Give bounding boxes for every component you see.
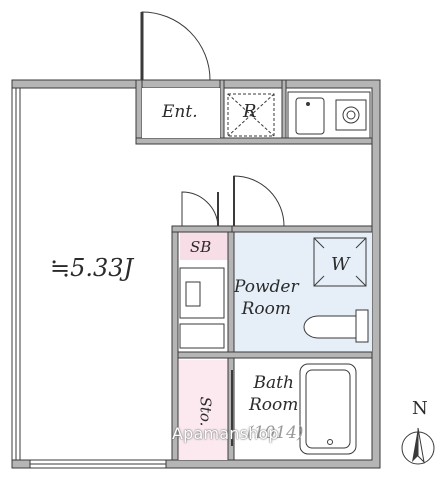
sink [179, 267, 225, 349]
watermark: Apamanshop [172, 424, 279, 443]
bath-room-label: Bath Room [249, 372, 298, 416]
window-left [11, 87, 21, 461]
powder-room-door [233, 175, 285, 227]
bath-room-label-line2: Room [249, 395, 299, 415]
washer-space [313, 237, 367, 287]
toilet [303, 309, 369, 343]
powder-room-label: Powder Room [234, 276, 299, 320]
shoe-box-label: SB [190, 238, 212, 256]
washer-label: W [331, 254, 350, 275]
bath-room-label-line1: Bath [253, 373, 294, 393]
refrigerator-label: R [243, 101, 257, 122]
bathtub [299, 363, 357, 455]
storage-fill [174, 360, 228, 460]
closet-door [181, 191, 219, 227]
refrigerator-space [227, 93, 275, 137]
entrance [140, 11, 220, 138]
powder-room-label-line1: Powder [234, 277, 299, 297]
bath-room-dims: (1014) [247, 423, 304, 443]
entrance-label: Ent. [162, 102, 198, 122]
powder-room-label-line2: Room [241, 299, 291, 319]
window-bottom [29, 459, 167, 469]
compass-icon [401, 427, 435, 465]
compass-north-label: N [412, 398, 428, 419]
shoe-box-fill [180, 232, 228, 260]
storage-label: Sto. [196, 396, 215, 427]
interior-walls [135, 79, 373, 461]
kitchen-counter [287, 91, 371, 139]
main-room-area-label: ≒5.33J [50, 254, 134, 282]
